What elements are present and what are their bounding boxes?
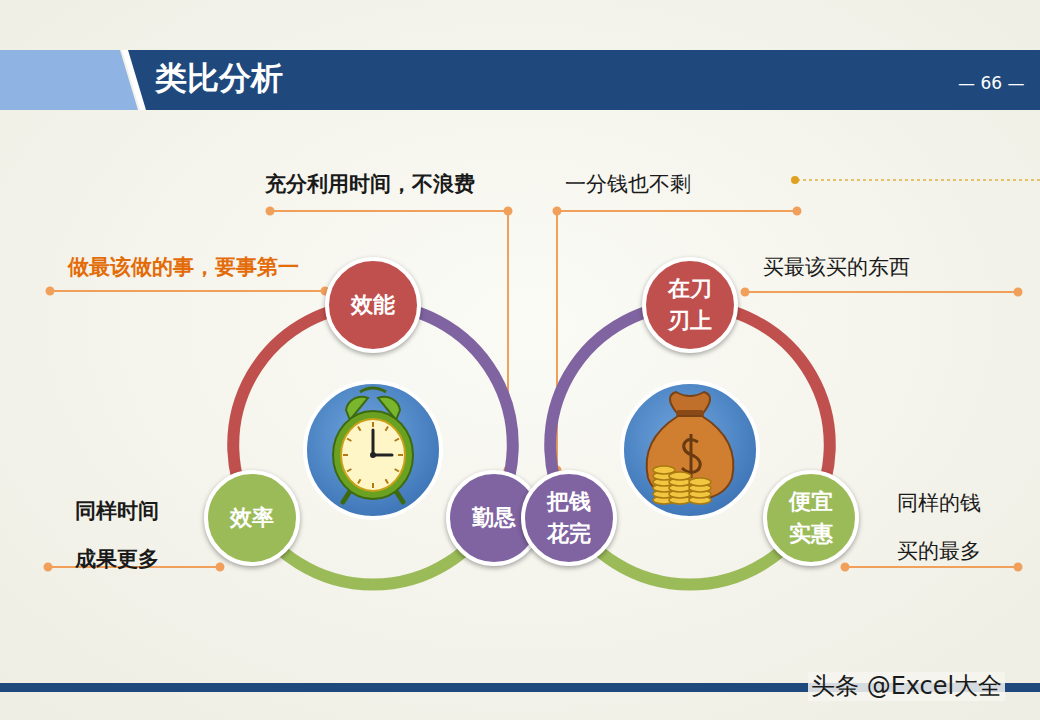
clock-tick <box>358 426 361 430</box>
clock-tick <box>372 422 374 427</box>
coin <box>669 472 691 480</box>
header-accent <box>0 50 138 110</box>
circle-node: 在刀 刃上 <box>642 257 738 353</box>
callout-text: 同样时间 成果更多 <box>75 487 161 584</box>
node-label: 便宜 实惠 <box>787 486 835 550</box>
clock-tick <box>398 454 403 456</box>
clock-tick <box>395 439 399 442</box>
node-label: 效能 <box>349 289 397 321</box>
watermark: 头条 @Excel大全 <box>808 672 1005 701</box>
clock-tick <box>386 479 389 483</box>
circle-node: 效率 <box>204 470 300 566</box>
dotted-line <box>797 179 1040 181</box>
circle-node: 便宜 实惠 <box>763 470 859 566</box>
dot <box>791 176 799 184</box>
callout-text: 充分利用时间，不浪费 <box>265 172 475 197</box>
clock-tick <box>395 469 399 472</box>
clock-tick <box>347 469 351 472</box>
clock-icon <box>305 382 441 518</box>
node-label: 把钱 花完 <box>545 486 593 550</box>
header-gap <box>122 50 1040 110</box>
node-label: 效率 <box>228 502 276 534</box>
callout-text: 同样的钱 买的最多 <box>897 479 983 576</box>
leader-lines <box>45 208 1022 571</box>
callout-text: 做最该做的事，要事第一 <box>68 255 299 280</box>
money-bag-icon <box>622 382 758 518</box>
header-bar <box>128 50 1040 110</box>
clock-tick <box>358 479 361 483</box>
circle-node: 把钱 花完 <box>521 470 617 566</box>
coin <box>689 478 711 486</box>
callout-text: 买最该买的东西 <box>763 255 910 280</box>
clock-tick <box>386 426 389 430</box>
node-label: 勤恳 <box>470 502 518 534</box>
circle-node: 效能 <box>325 257 421 353</box>
callout-text: 一分钱也不剩 <box>565 172 691 197</box>
clock-tick <box>372 483 374 488</box>
page-number: — 66 — <box>958 73 1024 93</box>
slide-title: 类比分析 <box>155 57 283 101</box>
clock-tick <box>343 454 348 456</box>
clock-tick <box>347 439 351 442</box>
node-label: 在刀 刃上 <box>666 273 714 337</box>
